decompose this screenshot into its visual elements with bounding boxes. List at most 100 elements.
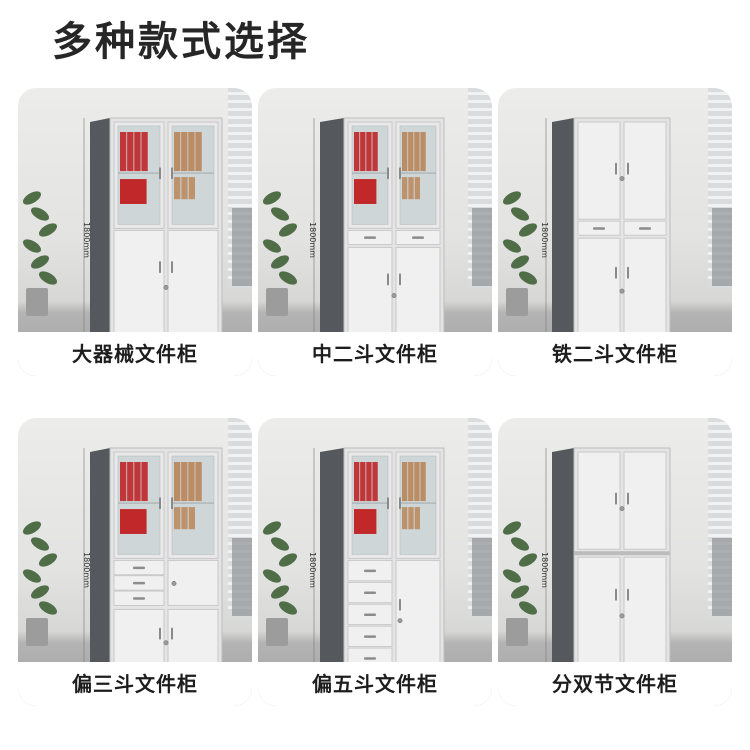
steel-door <box>395 246 441 341</box>
blind-slat <box>228 534 252 537</box>
height-label: 1800mm <box>82 222 91 258</box>
blind-slat <box>468 156 492 159</box>
plant-leaf <box>22 521 42 535</box>
plant-pot <box>26 618 48 646</box>
steel-door <box>623 556 667 671</box>
product-card-0[interactable]: 1800mm 390mm 850mm 大器械文件柜 <box>18 88 252 376</box>
binder <box>134 462 141 502</box>
lock-icon <box>619 176 625 182</box>
product-card-2[interactable]: 1800mm 390mm 850mm 铁二斗文件柜 <box>498 88 732 376</box>
blind-slat <box>228 526 252 529</box>
plant-leaf <box>278 223 298 237</box>
steel-door <box>113 608 165 671</box>
blind-slat <box>228 446 252 449</box>
blind-slat <box>468 164 492 167</box>
drawer-handle <box>364 613 376 616</box>
blind-slat <box>228 438 252 441</box>
blind-slat <box>468 100 492 103</box>
binder <box>402 507 408 530</box>
blind-slat <box>228 518 252 521</box>
binder <box>408 462 414 502</box>
plant-leaf <box>510 207 530 221</box>
plant-leaf <box>270 255 290 269</box>
building <box>712 208 732 286</box>
blind-slat <box>708 124 732 127</box>
plant-pot <box>266 618 288 646</box>
plant-leaf <box>518 553 538 567</box>
plant-leaf <box>510 537 530 551</box>
blind-slat <box>468 534 492 537</box>
binder <box>141 462 148 502</box>
steel-door <box>623 451 667 550</box>
blind-slat <box>228 478 252 481</box>
door-handle <box>171 261 173 274</box>
cabinet-side <box>320 118 344 348</box>
product-card-1[interactable]: 1800mm 390mm 850mm 中二斗文件柜 <box>258 88 492 376</box>
binder <box>408 177 414 200</box>
plant-pot <box>266 288 288 316</box>
plant-leaf <box>518 601 538 615</box>
page-title: 多种款式选择 <box>52 19 310 65</box>
plant-leaf <box>502 239 522 253</box>
blind-slat <box>228 108 252 111</box>
binder <box>120 132 127 172</box>
blind-slat <box>228 486 252 489</box>
blind-slat <box>708 534 732 537</box>
building <box>232 208 252 286</box>
blind-slat <box>708 422 732 425</box>
blind-slat <box>468 196 492 199</box>
binder <box>174 462 181 502</box>
lock-icon <box>619 288 625 294</box>
steel-door <box>577 121 621 220</box>
blind-slat <box>708 92 732 95</box>
product-name: 铁二斗文件柜 <box>498 332 732 376</box>
binder <box>174 507 181 530</box>
blind-slat <box>468 188 492 191</box>
blind-slat <box>468 462 492 465</box>
product-card-5[interactable]: 1800mm 390mm 850mm 分双节文件柜 <box>498 418 732 706</box>
plant-leaf <box>502 191 522 205</box>
blind-slat <box>468 92 492 95</box>
plant-leaf <box>262 569 282 583</box>
binder <box>174 177 181 200</box>
blind-slat <box>708 462 732 465</box>
plant-leaf <box>502 521 522 535</box>
blind-slat <box>708 148 732 151</box>
blind-slat <box>228 502 252 505</box>
drawer-handle <box>133 566 145 570</box>
binder <box>188 177 195 200</box>
plant-leaf <box>30 585 50 599</box>
blind-slat <box>468 108 492 111</box>
blind-slat <box>708 108 732 111</box>
blind-slat <box>708 100 732 103</box>
blind-slat <box>708 438 732 441</box>
blind-slat <box>708 510 732 513</box>
plant-pot <box>506 618 528 646</box>
product-card-3[interactable]: 1800mm 390mm 850mm 偏三斗文件柜 <box>18 418 252 706</box>
plant-leaf <box>22 239 42 253</box>
drawer-handle <box>412 236 424 239</box>
binder <box>408 507 414 530</box>
plant-leaf <box>518 223 538 237</box>
blind-slat <box>468 446 492 449</box>
cabinet-side <box>90 118 110 348</box>
blind-slat <box>468 470 492 473</box>
blind-slat <box>468 204 492 207</box>
door-handle <box>387 273 389 286</box>
blind-slat <box>228 462 252 465</box>
steel-door <box>577 556 621 671</box>
door-handle <box>627 492 629 505</box>
blind-slat <box>228 156 252 159</box>
steel-door <box>167 229 219 341</box>
blind-slat <box>228 454 252 457</box>
plant-leaf <box>30 255 50 269</box>
product-card-4[interactable]: 1800mm 390mm 850mm 偏五斗文件柜 <box>258 418 492 706</box>
cabinet-illustration: 1800mm 390mm 850mm <box>22 418 252 688</box>
plant-leaf <box>518 271 538 285</box>
blind-slat <box>708 526 732 529</box>
door-handle <box>615 266 617 279</box>
door-handle <box>615 492 617 505</box>
lock-icon <box>163 640 169 646</box>
blind-slat <box>708 204 732 207</box>
steel-door <box>113 229 165 341</box>
